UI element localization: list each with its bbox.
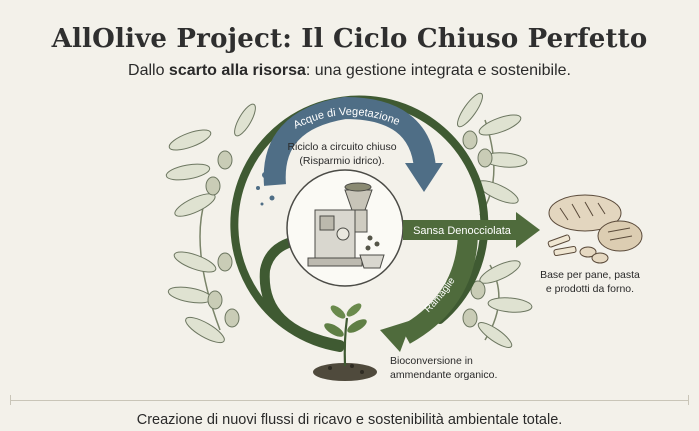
subtitle-bold: scarto alla risorsa — [168, 62, 306, 79]
branches-note-line1: Bioconversione in — [390, 355, 473, 367]
footer-divider-tick-right — [688, 395, 689, 405]
page-title: AllOlive Project: Il Ciclo Chiuso Perfet… — [51, 24, 648, 54]
olive-branch-right — [457, 92, 533, 348]
water-note-line1: Riciclo a circuito chiuso — [287, 141, 397, 153]
pomace-note-line2: e prodotti da forno. — [545, 283, 635, 295]
pomace-flow-arrow: Sansa Denocciolata — [403, 212, 540, 248]
subtitle-pre: Dallo — [128, 62, 169, 79]
water-note-line2: (Risparmio idrico). — [299, 155, 385, 167]
subtitle-post: : una gestione integrata e sostenibile. — [305, 62, 571, 79]
water-drops — [256, 172, 275, 206]
water-note: Riciclo a circuito chiuso (Risparmio idr… — [282, 140, 402, 168]
page-subtitle: Dallo scarto alla risorsa: una gestione … — [0, 62, 699, 80]
pomace-flow-label: Sansa Denocciolata — [413, 225, 512, 237]
branches-note-line2: ammendante organico. — [390, 369, 498, 381]
branches-note: Bioconversione in ammendante organico. — [390, 354, 505, 382]
olive-mill-machine — [286, 169, 404, 287]
footer-divider — [10, 400, 689, 401]
pomace-note: Base per pane, pasta e prodotti da forno… — [535, 268, 645, 296]
water-flow-arrow: Acque di Vegetazione — [263, 96, 443, 192]
olive-branch-left — [165, 103, 256, 344]
pomace-note-line1: Base per pane, pasta — [540, 269, 640, 281]
sprout-soil-icon — [313, 303, 377, 381]
return-arrow — [259, 235, 345, 350]
footer-text: Creazione di nuovi flussi di ricavo e so… — [136, 412, 563, 428]
bread-pasta-icon — [547, 194, 643, 264]
footer-divider-tick-left — [10, 395, 11, 405]
